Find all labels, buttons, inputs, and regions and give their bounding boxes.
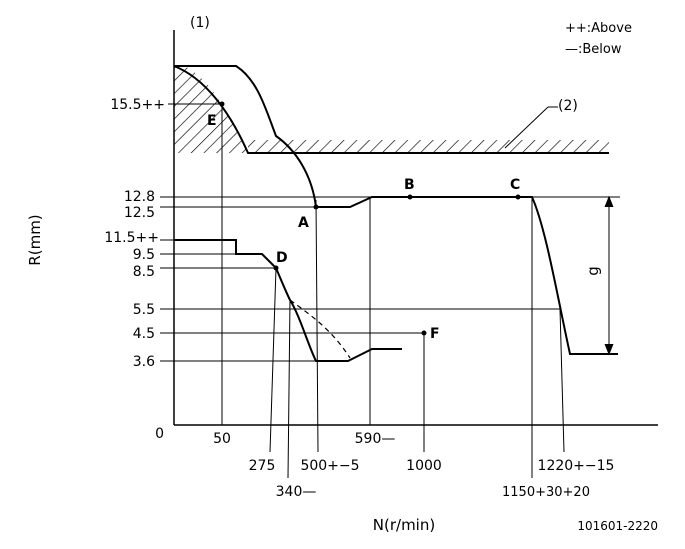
y-axis-title: R(mm) xyxy=(26,214,44,265)
y-tick-label: 3.6 xyxy=(133,354,155,370)
legend-below: —:Below xyxy=(565,42,622,57)
legend-above: ++:Above xyxy=(565,21,632,36)
x-axis-title: N(r/min) xyxy=(373,516,435,534)
point-markers xyxy=(219,101,521,336)
x-tick-labels: 50 275 340— 500+−5 590— 1000 1150+30+20 … xyxy=(213,431,614,500)
y-tick-label: 12.5 xyxy=(124,205,155,221)
dashed-curve xyxy=(289,299,351,359)
document-id: 101601-2220 xyxy=(577,519,658,533)
dimension-g-label: g xyxy=(584,266,602,276)
marker-1-label: (1) xyxy=(190,15,210,31)
x-tick-label: 50 xyxy=(213,431,231,447)
y-tick-label: 15.5++ xyxy=(110,97,165,113)
x-leader-lines xyxy=(221,104,565,479)
y-tick-labels: 15.5++ 12.8 12.5 11.5++ 9.5 8.5 5.5 4.5 … xyxy=(104,97,165,442)
x-tick-label: 340— xyxy=(276,484,317,500)
x-tick-label: 1150+30+20 xyxy=(502,485,590,500)
y-tick-label: 0 xyxy=(155,426,164,442)
y-tick-label: 9.5 xyxy=(133,247,155,263)
x-tick-label: 500+−5 xyxy=(300,458,359,474)
x-tick-label: 590— xyxy=(355,431,396,447)
point-label-f: F xyxy=(430,326,440,342)
y-tick-label: 12.8 xyxy=(124,189,155,205)
point-label-b: B xyxy=(404,177,415,193)
x-tick-label: 1220+−15 xyxy=(538,458,615,474)
point-label-d: D xyxy=(276,250,288,266)
point-label-e: E xyxy=(207,113,217,129)
y-tick-label: 4.5 xyxy=(133,326,155,342)
marker-2-label: (2) xyxy=(558,98,578,114)
marker-2-leader xyxy=(504,106,549,149)
y-tick-label: 11.5++ xyxy=(104,230,159,246)
x-tick-label: 1000 xyxy=(406,458,442,474)
y-tick-label: 5.5 xyxy=(133,302,155,318)
curves xyxy=(173,65,618,362)
hatched-stop-region xyxy=(174,66,248,153)
point-label-c: C xyxy=(510,177,520,193)
point-label-a: A xyxy=(298,215,309,231)
dimension-g xyxy=(604,195,614,356)
x-tick-label: 275 xyxy=(249,458,276,474)
y-tick-label: 8.5 xyxy=(133,264,155,280)
hatched-full-load-stop xyxy=(248,140,609,153)
